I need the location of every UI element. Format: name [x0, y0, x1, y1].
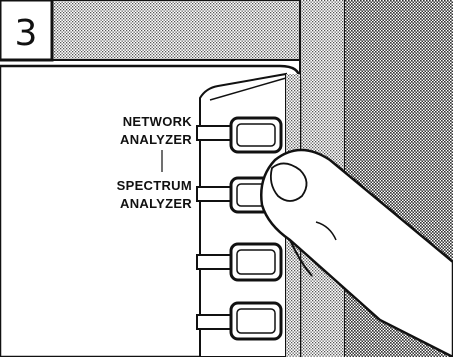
key-label-line: ANALYZER — [120, 196, 192, 211]
softkey-3[interactable] — [196, 242, 283, 282]
key-label-line: ANALYZER — [120, 132, 192, 147]
key-label-line: NETWORK — [123, 114, 193, 129]
softkey-labels: NETWORK ANALYZER SPECTRUM ANALYZER — [117, 114, 193, 211]
softkey-4[interactable] — [196, 301, 283, 341]
softkey-column — [196, 116, 283, 341]
step-number-box: 3 — [0, 0, 54, 62]
pressing-finger-illustration — [260, 148, 453, 357]
key-label-line: SPECTRUM — [117, 178, 192, 193]
softkey-network-analyzer[interactable] — [196, 116, 283, 154]
step-number: 3 — [15, 13, 38, 54]
